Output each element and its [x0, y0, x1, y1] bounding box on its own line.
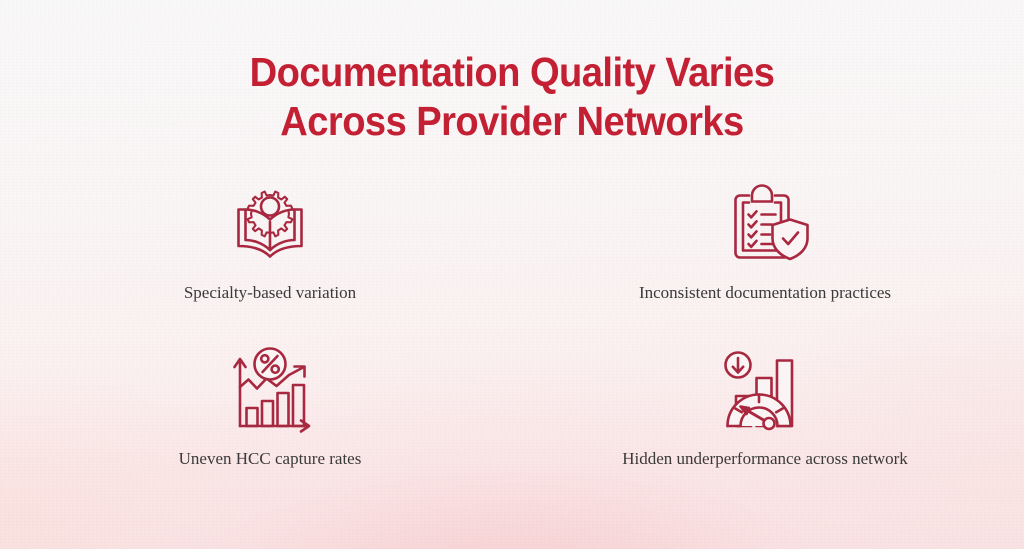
feature-item-inconsistent-documentation: Inconsistent documentation practices: [575, 172, 955, 304]
clipboard-checklist-shield-icon: [575, 172, 955, 276]
bar-chart-percent-trend-icon: [80, 338, 460, 442]
page-title-line-1: Documentation Quality Varies: [249, 49, 775, 95]
page-title-line-2: Across Provider Networks: [280, 98, 744, 144]
gauge-down-arrow-bars-icon: [575, 338, 955, 442]
feature-item-hcc-capture-rates: Uneven HCC capture rates: [80, 338, 460, 470]
book-gear-icon: [80, 172, 460, 276]
page-title: Documentation Quality Varies Across Prov…: [0, 48, 1024, 146]
feature-item-hidden-underperformance: Hidden underperformance across network: [575, 338, 955, 470]
feature-caption: Hidden underperformance across network: [622, 449, 908, 468]
feature-item-specialty-variation: Specialty-based variation: [80, 172, 460, 304]
feature-caption: Uneven HCC capture rates: [178, 449, 362, 468]
feature-caption: Specialty-based variation: [183, 283, 357, 302]
feature-caption: Inconsistent documentation practices: [638, 283, 892, 302]
